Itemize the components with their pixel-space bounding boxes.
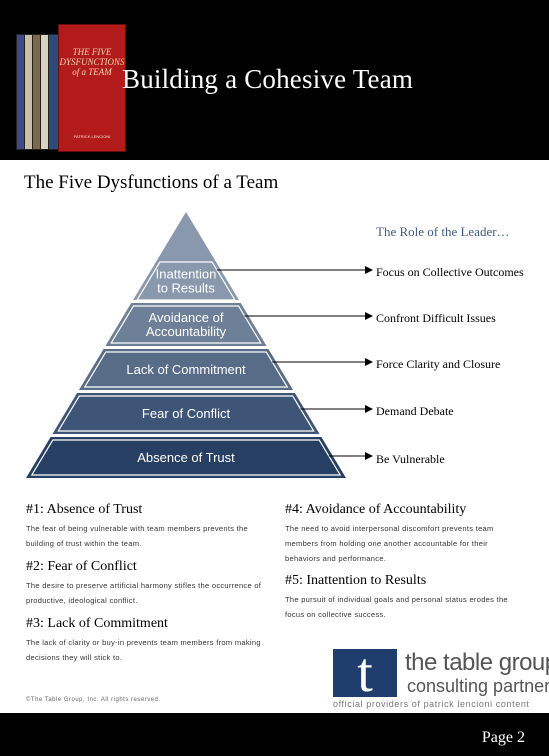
pyramid-level-frame [110, 305, 262, 344]
pyramid-level-label: Inattention [156, 267, 217, 282]
copyright-notice: ©The Table Group, Inc. All rights reserv… [26, 697, 161, 703]
pyramid-level-frame [136, 261, 236, 301]
book-cover-title: THE FIVE DYSFUNCTIONS of a TEAM [59, 47, 125, 77]
pyramid-level-frame [83, 351, 289, 388]
section-body: The pursuit of individual goals and pers… [285, 595, 508, 619]
pyramid-level [78, 349, 294, 390]
section-body: The lack of clarity or buy-in prevents t… [26, 638, 261, 662]
header-banner: THE FIVE DYSFUNCTIONS of a TEAM PATRICK … [0, 0, 549, 160]
section-body: The fear of being vulnerable with team m… [26, 524, 248, 548]
logo-mark-letter: t [357, 642, 373, 704]
leader-role-title: The Role of the Leader… [376, 224, 510, 239]
pyramid-level-label: to Results [157, 281, 215, 296]
dysfunction-section: #5: Inattention to Results The pursuit o… [285, 573, 525, 622]
logo-subname: consulting partners [407, 676, 549, 696]
pyramid-level [105, 303, 267, 346]
pyramid-level [133, 212, 239, 300]
pyramid-level-label: Avoidance of [149, 310, 224, 325]
leader-role-item: Focus on Collective Outcomes [376, 265, 524, 279]
leader-role-item: Confront Difficult Issues [376, 311, 496, 325]
section-heading: #5: Inattention to Results [285, 573, 427, 588]
footer-bar: Page 2 [0, 713, 549, 756]
dysfunction-section: #1: Absence of Trust The fear of being v… [26, 502, 266, 551]
section-heading: #1: Absence of Trust [26, 502, 143, 517]
dysfunction-section: #4: Avoidance of Accountability The need… [285, 502, 525, 566]
section-body: The need to avoid interpersonal discomfo… [285, 524, 494, 563]
leader-role-item: Be Vulnerable [376, 452, 445, 466]
dysfunction-section: #2: Fear of Conflict The desire to prese… [26, 559, 266, 608]
pyramid-level [26, 437, 346, 478]
section-heading: #3: Lack of Commitment [26, 616, 168, 631]
pyramid-level-frame [57, 395, 315, 432]
pyramid-level-label: Accountability [146, 324, 227, 339]
dysfunction-section: #3: Lack of Commitment The lack of clari… [26, 616, 266, 665]
section-heading: #4: Avoidance of Accountability [285, 502, 467, 517]
pyramid-level [52, 393, 320, 434]
section-heading: #2: Fear of Conflict [26, 559, 137, 574]
leader-role-item: Demand Debate [376, 404, 454, 418]
book-cover-author: PATRICK LENCIONI [73, 134, 111, 139]
pyramid-level-label: Fear of Conflict [142, 406, 231, 421]
leader-role-item: Force Clarity and Closure [376, 357, 501, 371]
logo-mark: t [333, 643, 397, 703]
book-cover: THE FIVE DYSFUNCTIONS of a TEAM PATRICK … [58, 24, 126, 152]
logo-tagline: official providers of patrick lencioni c… [333, 699, 530, 709]
page-title: Building a Cohesive Team [122, 64, 414, 94]
book-stack-image: THE FIVE DYSFUNCTIONS of a TEAM PATRICK … [14, 22, 126, 154]
table-group-logo: t the table group consulting partners of… [333, 643, 549, 711]
pyramid-level-frame [30, 439, 342, 476]
page-number: Page 2 [481, 729, 525, 746]
logo-name: the table group [405, 649, 549, 676]
pyramid-level-label: Lack of Commitment [126, 362, 246, 377]
section-body: The desire to preserve artificial harmon… [26, 581, 262, 605]
pyramid-level-label: Absence of Trust [137, 450, 235, 465]
section-subtitle: The Five Dysfunctions of a Team [24, 172, 279, 193]
